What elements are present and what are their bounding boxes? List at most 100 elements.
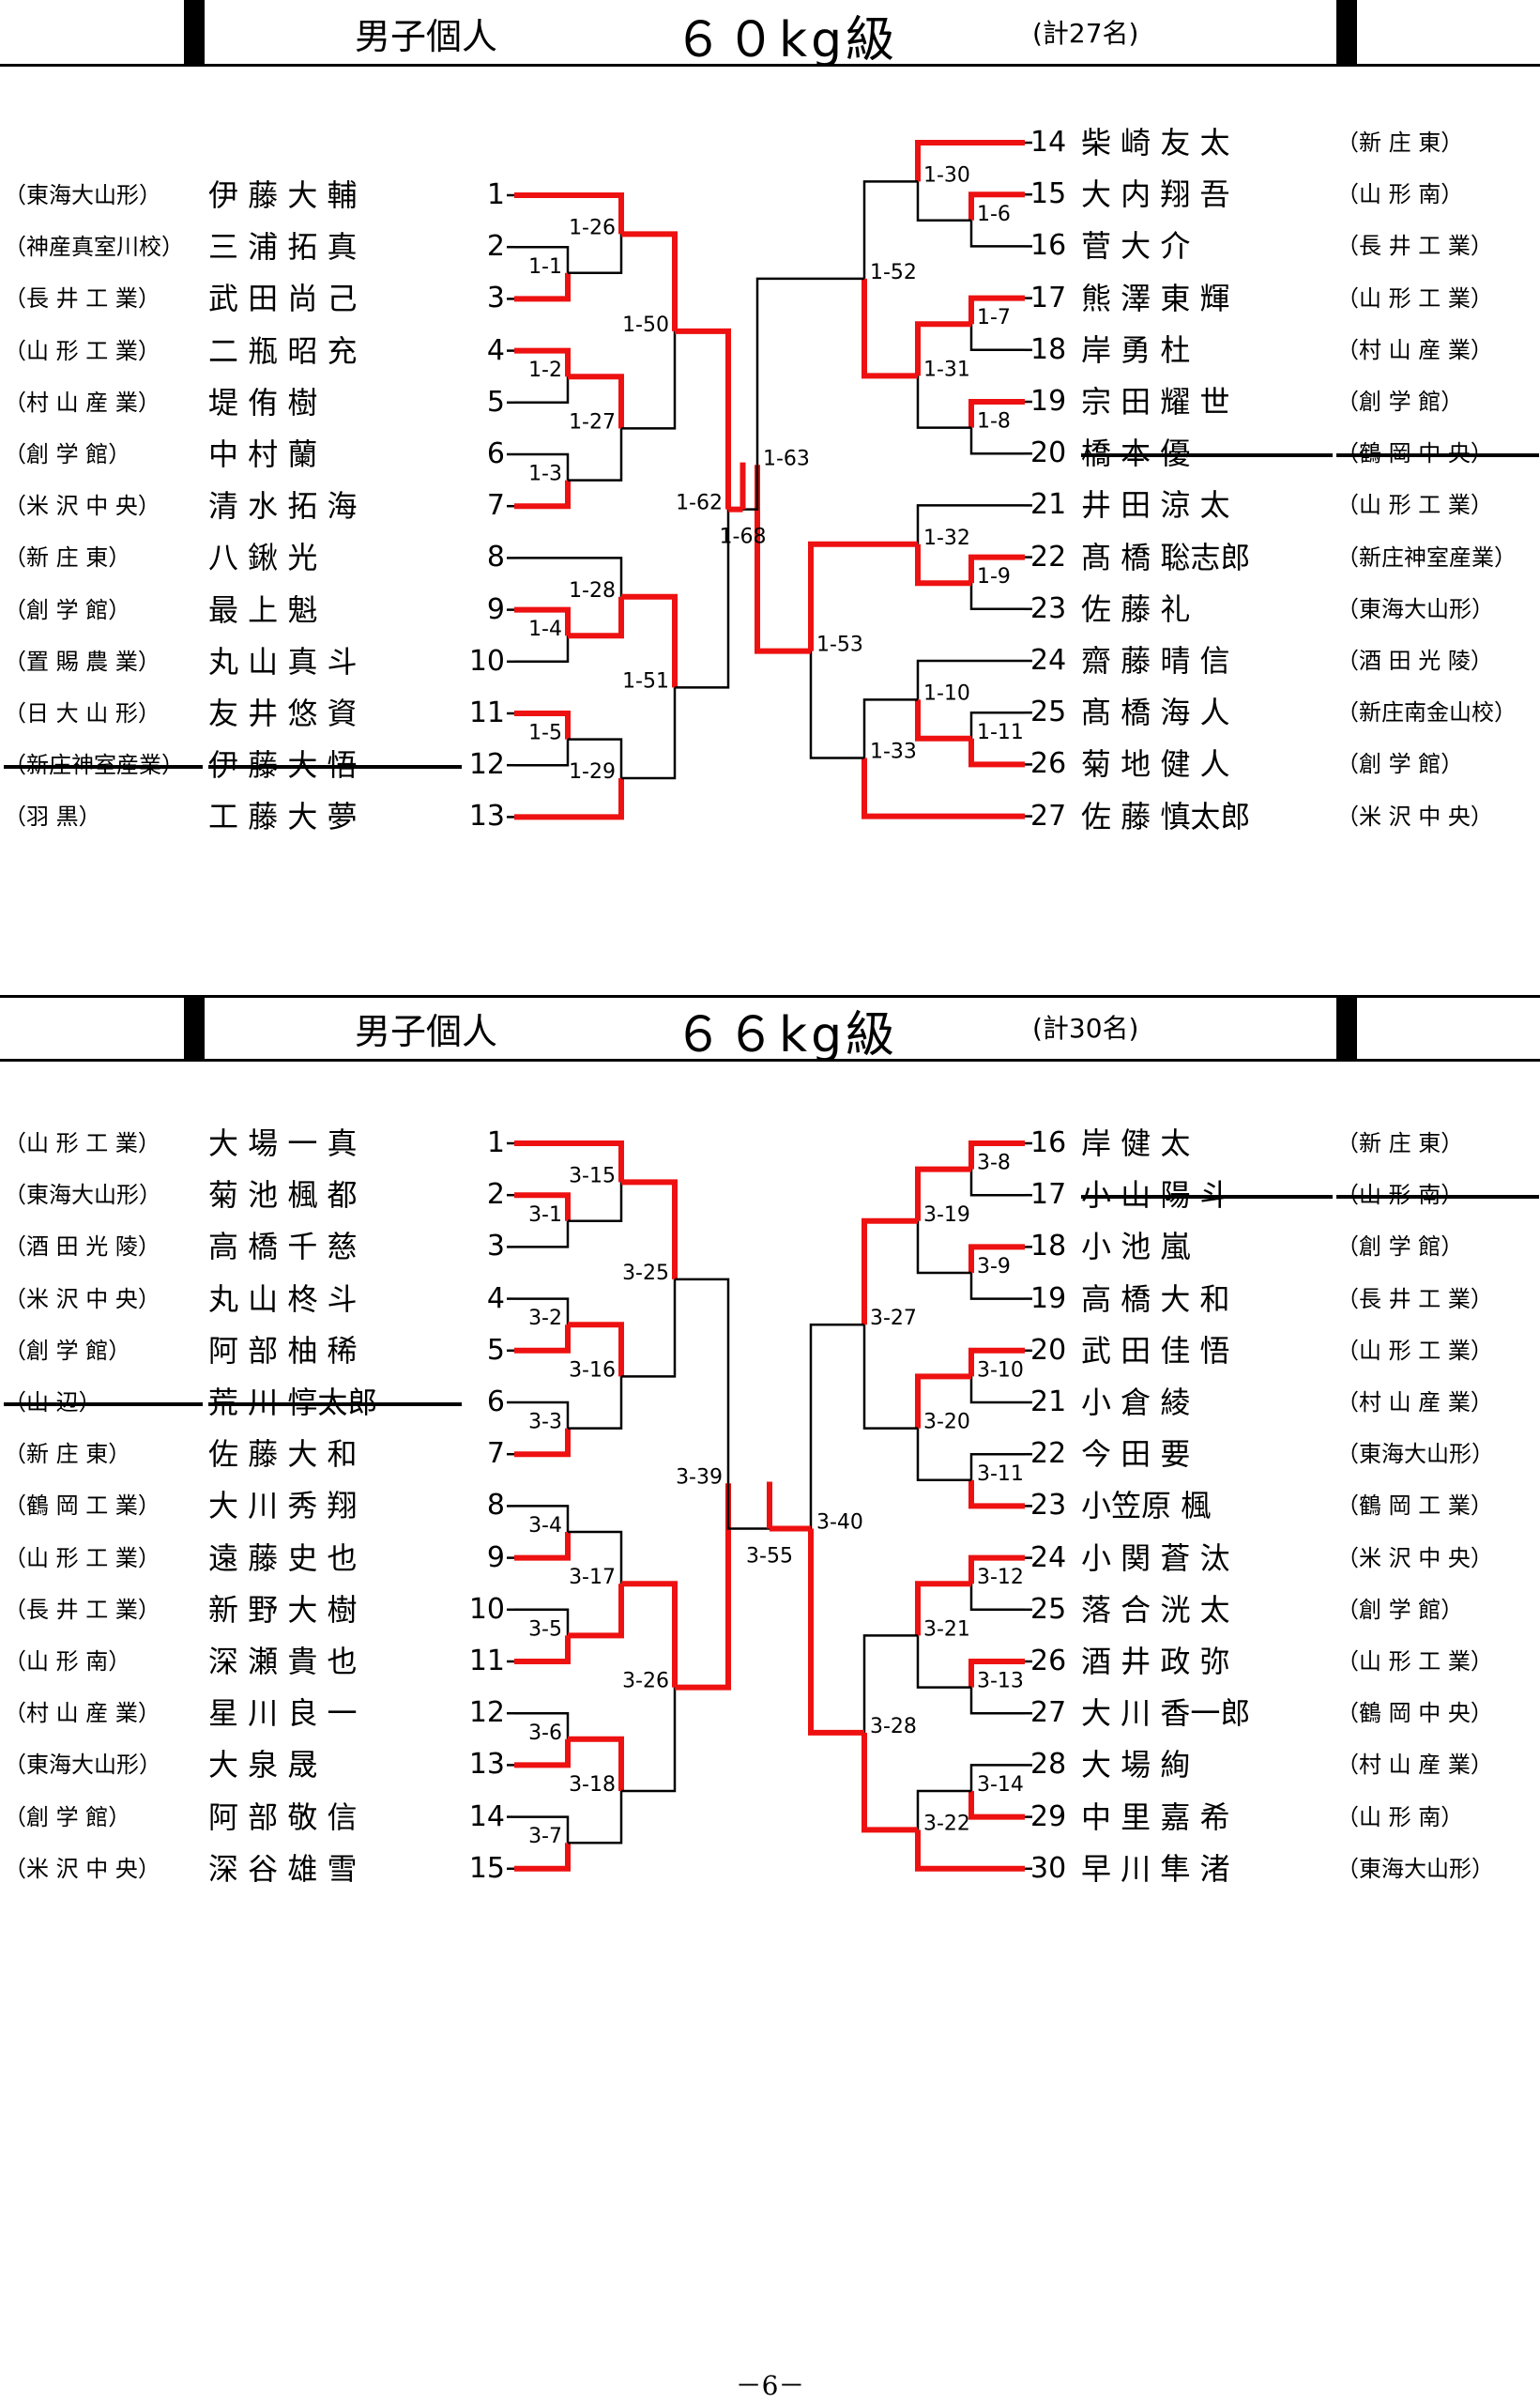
school-name: （鶴 岡 工 業） bbox=[1336, 1492, 1493, 1520]
match-number: 3-25 bbox=[622, 1262, 669, 1285]
match-number: 1-28 bbox=[569, 579, 616, 603]
match-number: 1-1 bbox=[528, 255, 562, 279]
match-number: 1-62 bbox=[676, 492, 723, 515]
match-number: 1-9 bbox=[977, 565, 1011, 589]
athlete-name: 荒 川 惇太郎 bbox=[208, 1384, 462, 1421]
match-number: 1-50 bbox=[622, 314, 669, 337]
match-number: 3-6 bbox=[528, 1722, 562, 1745]
athlete-name: 髙 橋 聡志郎 bbox=[1081, 539, 1251, 575]
athlete-name: 井 田 涼 太 bbox=[1081, 487, 1230, 524]
bracket-line bbox=[568, 1182, 623, 1223]
school-name: （東海大山形） bbox=[4, 182, 161, 208]
athlete-name: 小 関 蒼 汰 bbox=[1081, 1539, 1230, 1576]
seed-number: 2 bbox=[486, 230, 505, 264]
seed-number: 12 bbox=[468, 1696, 505, 1730]
bracket-line bbox=[755, 277, 864, 466]
school-name: （山 形 工 業） bbox=[4, 337, 160, 364]
seed-number: 5 bbox=[486, 1333, 505, 1367]
athlete-name: 丸 山 真 斗 bbox=[208, 643, 358, 680]
athlete-name: 佐 藤 礼 bbox=[1081, 590, 1191, 627]
match-number: 1-11 bbox=[977, 721, 1024, 744]
bracket-line bbox=[808, 541, 918, 651]
school-name: （長 井 工 業） bbox=[1336, 233, 1493, 260]
bracket-line bbox=[621, 1278, 677, 1378]
athlete-name: 橋 本 優 bbox=[1081, 435, 1333, 472]
bracket-line bbox=[969, 1273, 1025, 1300]
school-name: （新 庄 東） bbox=[1336, 130, 1464, 156]
page-number: －6－ bbox=[735, 2370, 805, 2401]
athlete-name: 遠 藤 史 也 bbox=[208, 1539, 358, 1576]
athlete-name: 八 鍬 光 bbox=[208, 540, 318, 576]
school-name: （日 大 山 形） bbox=[4, 700, 160, 727]
seed-number: 30 bbox=[1030, 1851, 1067, 1885]
athlete-name: 小 山 陽 斗 bbox=[1081, 1176, 1333, 1214]
bracket-line bbox=[568, 1376, 623, 1430]
school-name: （山 形 工 業） bbox=[4, 1130, 160, 1156]
bracket-line bbox=[568, 428, 623, 482]
school-name: （東海大山形） bbox=[1336, 1441, 1494, 1468]
seed-number: 23 bbox=[1030, 591, 1067, 625]
school-name: （山 形 南） bbox=[1336, 181, 1464, 208]
final-line bbox=[742, 465, 759, 511]
seed-number: 25 bbox=[1030, 696, 1067, 729]
bracket-line bbox=[969, 220, 1025, 248]
bracket-line bbox=[568, 596, 624, 639]
bracket-line bbox=[514, 272, 571, 302]
bracket-line bbox=[514, 452, 570, 481]
bracket-line bbox=[675, 328, 731, 510]
seed-number: 1 bbox=[486, 1126, 505, 1159]
bracket-line bbox=[514, 1711, 570, 1739]
bracket-line bbox=[514, 1505, 570, 1532]
athlete-name: 大 内 翔 吾 bbox=[1081, 176, 1230, 213]
bracket-line bbox=[514, 557, 623, 597]
match-number: 1-30 bbox=[923, 163, 970, 187]
athlete-name: 二 瓶 昭 充 bbox=[208, 332, 358, 369]
bracket-line bbox=[916, 181, 971, 222]
seed-number: 11 bbox=[468, 696, 505, 729]
match-number: 1-51 bbox=[622, 669, 669, 693]
school-name: （新庄神室産業） bbox=[1336, 543, 1517, 571]
athlete-name: 大 川 香一郎 bbox=[1081, 1695, 1251, 1732]
bracket-line bbox=[916, 504, 1025, 544]
seed-number: 8 bbox=[486, 1489, 505, 1523]
bracket-line bbox=[514, 1738, 571, 1768]
bracket-line bbox=[621, 1687, 677, 1793]
match-number: 1-68 bbox=[720, 526, 767, 549]
school-name: （山 形 南） bbox=[4, 1648, 131, 1675]
bracket-line bbox=[514, 1192, 571, 1221]
school-name: （山 形 南） bbox=[1336, 1803, 1464, 1830]
bracket-line bbox=[915, 140, 1025, 182]
match-number: 3-16 bbox=[569, 1358, 616, 1382]
seed-number: 19 bbox=[1030, 1281, 1067, 1315]
bracket-line bbox=[621, 593, 678, 688]
bracket-line bbox=[514, 1815, 570, 1844]
school-name: （米 沢 中 央） bbox=[1336, 803, 1493, 830]
bracket-line bbox=[808, 1528, 864, 1736]
athlete-name: 伊 藤 大 輔 bbox=[208, 177, 358, 213]
bracket-line bbox=[968, 1791, 1025, 1820]
seed-number: 20 bbox=[1030, 1333, 1067, 1367]
bracket-lines: 3-13-153-23-33-163-253-43-53-173-63-73-1… bbox=[507, 1140, 1032, 1872]
bracket-line bbox=[514, 1297, 570, 1325]
seed-number: 27 bbox=[1030, 799, 1067, 833]
seed-number: 21 bbox=[1030, 1385, 1067, 1418]
seed-number: 19 bbox=[1030, 385, 1067, 418]
athlete-name: 柴 崎 友 太 bbox=[1081, 125, 1230, 161]
match-number: 1-53 bbox=[816, 634, 863, 657]
seed-number: 9 bbox=[486, 592, 505, 626]
seed-number: 17 bbox=[1030, 281, 1067, 314]
school-name: （東海大山形） bbox=[1336, 1855, 1494, 1882]
athlete-name: 伊 藤 大 悟 bbox=[208, 746, 462, 784]
match-number: 3-40 bbox=[816, 1511, 863, 1535]
athlete-name: 武 田 佳 悟 bbox=[1081, 1332, 1230, 1369]
bracket-line bbox=[568, 1530, 623, 1584]
bracket-line bbox=[514, 1635, 571, 1664]
athlete-name: 小 池 嵐 bbox=[1081, 1229, 1191, 1265]
school-name: （新 庄 東） bbox=[4, 1441, 131, 1468]
bracket-line bbox=[568, 1736, 624, 1791]
athlete-name: 新 野 大 樹 bbox=[208, 1591, 358, 1628]
bracket-lines: 1-11-261-21-31-271-501-41-281-51-291-511… bbox=[507, 140, 1032, 820]
bracket-line bbox=[916, 1789, 971, 1830]
seed-number: 6 bbox=[486, 437, 505, 470]
school-name: （米 沢 中 央） bbox=[4, 1855, 160, 1882]
